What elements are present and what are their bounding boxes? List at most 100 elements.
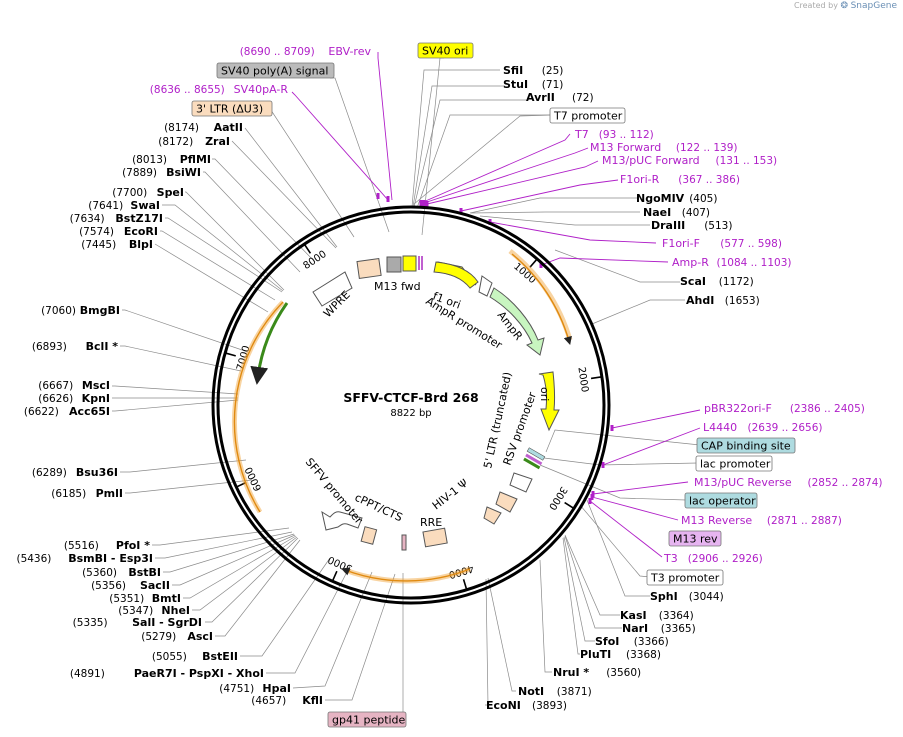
scale-tick-4000 (462, 579, 468, 591)
primer-name: Amp-R (672, 256, 709, 269)
primer-annotation[interactable]: F1ori-F(577 .. 598) (662, 237, 782, 250)
restriction-site[interactable]: SfoI(3366) (595, 635, 669, 648)
restriction-site[interactable]: NaeI(407) (643, 206, 710, 219)
primer-binding-mark (601, 462, 605, 468)
restriction-site[interactable]: SacII(5356) (91, 579, 170, 592)
restriction-site[interactable]: BsiWI(7889) (122, 166, 201, 179)
hiv-psi-label: HIV-1 Ψ (430, 476, 471, 512)
plasmid-name: SFFV-CTCF-Brd 268 (343, 390, 478, 405)
primer-annotation[interactable]: M13/pUC Forward(131 .. 153) (602, 154, 777, 167)
primer-range: (1084 .. 1103) (717, 257, 792, 269)
restriction-site[interactable]: KflI(4657) (251, 694, 323, 707)
restriction-site[interactable]: KasI(3364) (620, 609, 694, 622)
restriction-site[interactable]: BmtI(5351) (109, 592, 181, 605)
primer-annotation[interactable]: M13 Forward(122 .. 139) (590, 141, 738, 154)
restriction-site[interactable]: NgoMIV(405) (636, 192, 717, 205)
primer-annotation[interactable]: M13 Reverse(2871 .. 2887) (681, 514, 842, 527)
feature-box[interactable]: SV40 poly(A) signal (216, 62, 335, 79)
restriction-site[interactable]: MscI(6667) (38, 379, 110, 392)
site-name: AatII (214, 121, 243, 134)
restriction-site[interactable]: DraIII(513) (651, 219, 732, 232)
site-name: BlpI (129, 238, 153, 251)
restriction-site[interactable]: SpeI(7700) (112, 186, 184, 199)
feature-box[interactable]: M13 rev (668, 530, 722, 547)
site-position: (513) (704, 220, 732, 232)
restriction-site[interactable]: BsmBI - Esp3I(5436) (16, 552, 153, 565)
site-name: StuI (503, 78, 528, 91)
site-name: NheI (161, 604, 190, 617)
feature-box[interactable]: SV40 ori (417, 42, 474, 59)
restriction-site[interactable]: NotI(3871) (518, 685, 592, 698)
feature-box[interactable]: T3 promoter (646, 569, 724, 586)
feature-box-bg (695, 455, 773, 472)
site-name: BsiWI (166, 166, 201, 179)
restriction-site[interactable]: AvrII(72) (526, 91, 594, 104)
site-name: BstZ17I (115, 212, 163, 225)
ltr5-feature (495, 491, 518, 513)
site-name: NgoMIV (636, 192, 685, 205)
primer-range: (577 .. 598) (720, 238, 782, 250)
scale-tick-5000 (331, 570, 338, 582)
restriction-site[interactable]: Acc65I(6622) (24, 405, 110, 418)
restriction-site[interactable]: PaeR7I - PspXI - XhoI(4891) (70, 667, 264, 680)
feature-box-label: M13 rev (673, 533, 718, 546)
restriction-site[interactable]: EcoRI(7574) (79, 225, 158, 238)
restriction-site[interactable]: BstBI(5360) (82, 566, 161, 579)
restriction-site[interactable]: BclI *(6893) (32, 340, 118, 353)
restriction-site[interactable]: AhdI(1653) (686, 294, 760, 307)
restriction-site[interactable]: SalI - SgrDI(5335) (73, 616, 202, 629)
feature-box[interactable]: lac operator (684, 492, 758, 509)
primer-annotation[interactable]: EBV-rev(8690 .. 8709) (240, 45, 372, 58)
restriction-site[interactable]: PluTI(3368) (580, 648, 661, 661)
primer-annotation[interactable]: SV40pA-R(8636 .. 8655) (150, 83, 289, 96)
site-position: (3365) (661, 623, 696, 635)
feature-box[interactable]: 3' LTR (ΔU3) (191, 100, 273, 117)
restriction-site[interactable]: StuI (71) (503, 78, 563, 91)
site-name: ZraI (205, 135, 230, 148)
feature-box[interactable]: lac promoter (695, 455, 773, 472)
primer-annotation[interactable]: T7(93 .. 112) (574, 128, 654, 141)
restriction-site[interactable]: KpnI(6626) (38, 392, 110, 405)
restriction-site[interactable]: BlpI(7445) (81, 238, 153, 251)
feature-box[interactable]: CAP binding site (696, 437, 796, 454)
site-position: (4751) (219, 683, 254, 695)
restriction-site[interactable]: PflMI(8013) (132, 153, 211, 166)
primer-name: T3 (663, 552, 678, 565)
site-position: (7700) (112, 187, 147, 199)
restriction-site[interactable]: BmgBI(7060) (41, 304, 120, 317)
feature-box[interactable]: gp41 peptide (327, 711, 407, 728)
feature-box[interactable]: T7 promoter (549, 107, 626, 124)
feature-box-label: lac operator (689, 495, 756, 508)
primer-range: (367 .. 386) (678, 174, 740, 186)
restriction-site[interactable]: AatII(8174) (164, 121, 243, 134)
restriction-site[interactable]: Bsu36I(6289) (32, 466, 118, 479)
restriction-site[interactable]: SfiI(25) (503, 64, 563, 77)
restriction-site[interactable]: HpaI(4751) (219, 682, 291, 695)
restriction-site[interactable]: BstEII(5055) (152, 650, 238, 663)
restriction-site[interactable]: NruI *(3560) (553, 666, 641, 679)
primer-annotation[interactable]: L4440(2639 .. 2656) (703, 421, 823, 434)
primer-annotation[interactable]: F1ori-R(367 .. 386) (620, 173, 740, 186)
restriction-site[interactable]: NheI(5347) (118, 604, 190, 617)
hiv-psi-feature (483, 506, 502, 525)
restriction-site[interactable]: ZraI(8172) (158, 135, 230, 148)
restriction-site[interactable]: BstZ17I(7634) (70, 212, 163, 225)
primer-annotation[interactable]: T3(2906 .. 2926) (663, 552, 763, 565)
restriction-site[interactable]: SwaI(7641) (88, 199, 160, 212)
site-position: (71) (542, 79, 564, 91)
restriction-site[interactable]: PmlI(6185) (51, 487, 123, 500)
restriction-site[interactable]: PfoI *(5516) (64, 539, 150, 552)
primer-range: (2386 .. 2405) (790, 403, 865, 415)
primer-annotation[interactable]: M13/pUC Reverse(2852 .. 2874) (694, 476, 883, 489)
restriction-site[interactable]: EcoNI(3893) (486, 699, 567, 712)
restriction-site[interactable]: ScaI(1172) (680, 275, 754, 288)
restriction-site[interactable]: AscI(5279) (141, 630, 213, 643)
site-position: (7641) (88, 200, 123, 212)
primer-annotation[interactable]: Amp-R (1084 .. 1103) (672, 256, 792, 269)
primer-range: (8690 .. 8709) (240, 46, 315, 58)
primer-site-marker (418, 256, 420, 270)
restriction-site[interactable]: SphI(3044) (650, 590, 724, 603)
site-position: (7574) (79, 226, 114, 238)
restriction-site[interactable]: NarI(3365) (622, 622, 696, 635)
primer-annotation[interactable]: pBR322ori-F(2386 .. 2405) (704, 402, 865, 415)
